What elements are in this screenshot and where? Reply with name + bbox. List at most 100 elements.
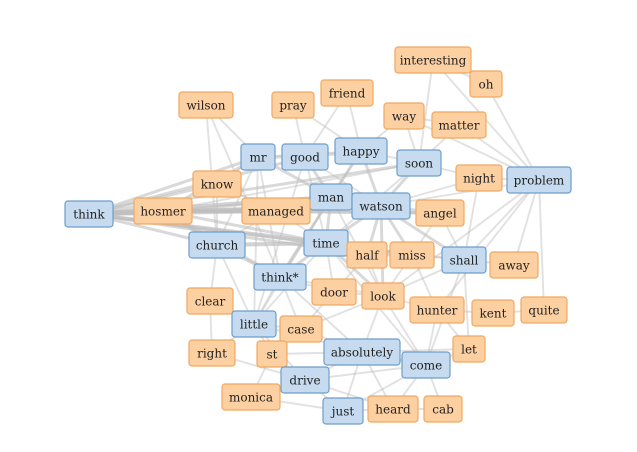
node-st[interactable]: st	[256, 340, 288, 368]
node-hosmer[interactable]: hosmer	[133, 197, 193, 225]
node-label: come	[410, 359, 442, 373]
node-label: heard	[375, 403, 411, 417]
node-angel[interactable]: angel	[415, 199, 465, 227]
node-box	[520, 296, 568, 324]
node-label: think*	[261, 271, 298, 285]
node-church[interactable]: church	[188, 231, 246, 259]
node-shall[interactable]: shall	[441, 246, 487, 274]
node-half[interactable]: half	[346, 241, 388, 269]
edge-problem-hunter	[436, 179, 540, 311]
node-cab[interactable]: cab	[423, 395, 463, 423]
node-box	[351, 192, 411, 220]
node-drive[interactable]: drive	[280, 366, 330, 394]
node-label: drive	[289, 374, 320, 388]
node-box	[240, 143, 276, 171]
node-box	[271, 91, 315, 119]
node-box	[506, 166, 572, 194]
edge-oh-problem	[485, 83, 540, 181]
node-door[interactable]: door	[311, 278, 357, 306]
node-label: door	[320, 286, 348, 300]
node-case[interactable]: case	[279, 315, 323, 343]
node-quite[interactable]: quite	[520, 296, 568, 324]
node-come[interactable]: come	[401, 351, 451, 379]
node-box	[409, 296, 465, 324]
node-absolutely[interactable]: absolutely	[323, 338, 401, 366]
node-monica[interactable]: monica	[221, 383, 281, 411]
node-way[interactable]: way	[383, 102, 425, 130]
node-box	[471, 299, 515, 327]
node-soon[interactable]: soon	[396, 149, 442, 177]
node-pray[interactable]: pray	[271, 91, 315, 119]
node-just[interactable]: just	[322, 397, 364, 425]
node-man[interactable]: man	[309, 183, 353, 211]
edge-shall-let	[463, 259, 470, 350]
node-label: look	[370, 290, 396, 304]
node-time[interactable]: time	[303, 229, 349, 257]
node-box	[323, 338, 401, 366]
node-label: wilson	[186, 99, 225, 113]
edge-problem-quite	[538, 179, 545, 311]
node-box	[441, 246, 487, 274]
node-managed[interactable]: managed	[241, 197, 311, 225]
edge-church-mr	[216, 156, 259, 246]
node-label: half	[355, 249, 380, 263]
node-box	[489, 251, 539, 279]
node-box	[192, 170, 242, 198]
node-label: little	[240, 318, 268, 332]
node-let[interactable]: let	[452, 335, 486, 363]
node-label: night	[463, 172, 495, 186]
node-label: miss	[398, 249, 426, 263]
node-kent[interactable]: kent	[471, 299, 515, 327]
node-label: quite	[528, 304, 559, 318]
node-friend[interactable]: friend	[320, 79, 374, 107]
node-label: know	[201, 178, 234, 192]
node-box	[396, 149, 442, 177]
node-clear[interactable]: clear	[186, 287, 234, 315]
node-mr[interactable]: mr	[240, 143, 276, 171]
node-watson[interactable]: watson	[351, 192, 411, 220]
node-box	[415, 199, 465, 227]
node-hunter[interactable]: hunter	[409, 296, 465, 324]
node-label: way	[392, 110, 416, 124]
node-box	[389, 241, 435, 269]
node-happy[interactable]: happy	[334, 137, 388, 165]
edge-good-little	[253, 156, 306, 325]
node-know[interactable]: know	[192, 170, 242, 198]
edge-problem-away	[513, 179, 540, 266]
node-box	[361, 282, 405, 310]
node-box	[253, 263, 307, 291]
node-box	[346, 241, 388, 269]
node-box	[383, 102, 425, 130]
node-box	[311, 278, 357, 306]
node-away[interactable]: away	[489, 251, 539, 279]
node-label: watson	[359, 200, 403, 214]
node-night[interactable]: night	[455, 164, 503, 192]
node-heard[interactable]: heard	[367, 395, 419, 423]
node-box	[455, 164, 503, 192]
node-right[interactable]: right	[188, 339, 236, 367]
node-look[interactable]: look	[361, 282, 405, 310]
node-little[interactable]: little	[231, 310, 277, 338]
node-good[interactable]: good	[281, 143, 329, 171]
node-box	[186, 287, 234, 315]
edge-shall-night	[463, 177, 480, 261]
node-problem[interactable]: problem	[506, 166, 572, 194]
node-think[interactable]: think	[64, 200, 114, 228]
node-oh[interactable]: oh	[469, 70, 503, 98]
node-wilson[interactable]: wilson	[178, 91, 234, 119]
node-box	[320, 79, 374, 107]
node-label: st	[267, 348, 278, 362]
node-matter[interactable]: matter	[431, 111, 487, 139]
node-miss[interactable]: miss	[389, 241, 435, 269]
edge-wilson-thinkstar	[205, 104, 281, 278]
node-thinkstar[interactable]: think*	[253, 263, 307, 291]
node-interesting[interactable]: interesting	[394, 46, 472, 74]
node-label: monica	[229, 391, 273, 405]
node-label: managed	[248, 205, 304, 219]
node-label: think	[73, 208, 105, 222]
edge-think-mr	[88, 155, 259, 216]
node-label: let	[461, 343, 477, 357]
node-box	[394, 46, 472, 74]
node-box	[452, 335, 486, 363]
